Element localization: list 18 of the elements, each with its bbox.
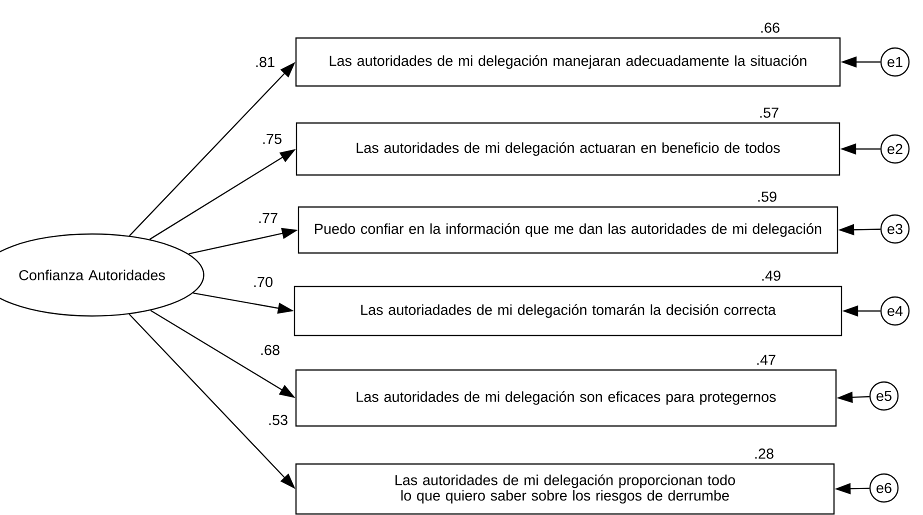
- edge-label: .68: [258, 344, 282, 356]
- edge-label: .77: [256, 212, 280, 224]
- indicator-box: Las autoridades de mi delegación manejaran adecuadamente la situación: [295, 37, 841, 87]
- indicator-box: Las autoridades de mi delegación proporcionan todo lo que quiero saber sobre los riesgos de derrumbe: [295, 463, 835, 515]
- value-label: .47: [757, 354, 776, 365]
- indicator-box: Las autoriadades de mi delegación tomarán la decisión correcta: [294, 286, 842, 336]
- edge-label: .53: [266, 414, 290, 426]
- indicator-box: Puedo confiar en la información que me dan las autoridades de mi delegación: [298, 206, 838, 254]
- value-label: .28: [755, 448, 774, 459]
- edge-label: .81: [254, 56, 276, 68]
- value-label: .49: [762, 270, 780, 281]
- value-label: .59: [758, 192, 776, 202]
- value-label: .57: [760, 108, 778, 118]
- edge-label: .75: [260, 132, 284, 146]
- indicator-box: Las autoridades de mi delegación son eficaces para protegernos: [295, 369, 837, 427]
- edge-label: .70: [252, 276, 274, 288]
- value-label: .66: [761, 22, 780, 33]
- indicator-box: Las autoridades de mi delegación actuaran en beneficio de todos: [296, 122, 840, 176]
